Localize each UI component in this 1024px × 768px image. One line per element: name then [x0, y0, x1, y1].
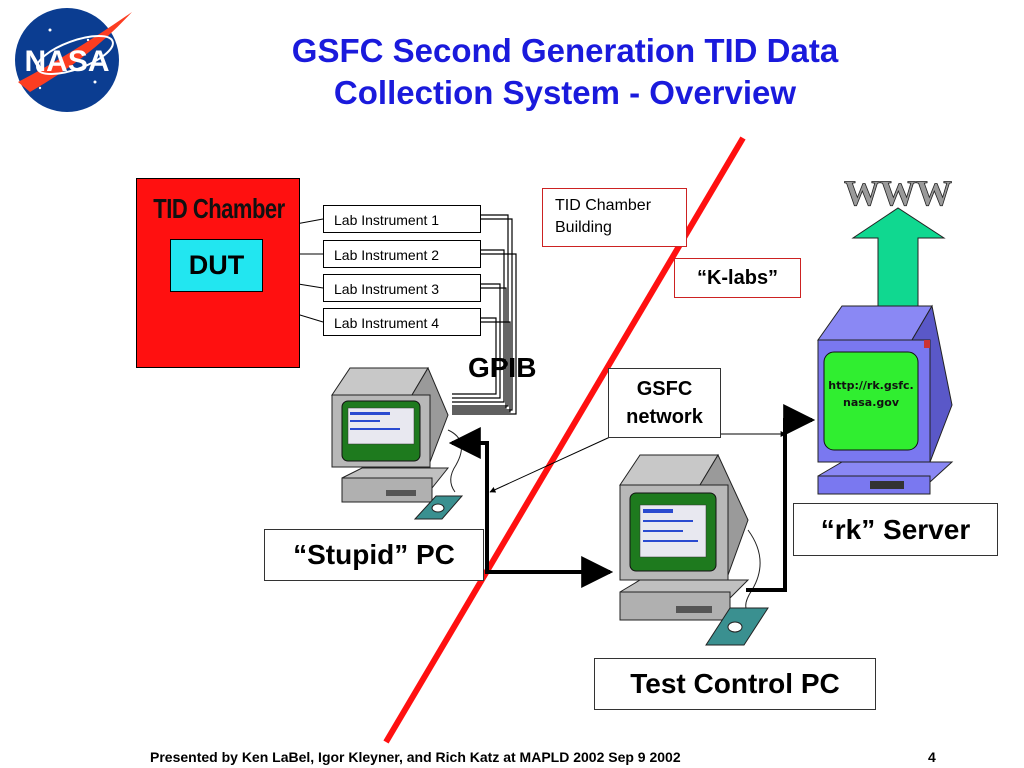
- network-links: [448, 404, 816, 592]
- server-url-line-1: http://rk.gsfc.: [828, 379, 914, 392]
- www-arrow: [851, 207, 946, 307]
- gpib-bus: [452, 214, 517, 415]
- nasa-logo-text: NASA: [24, 45, 109, 78]
- gpib-label: GPIB: [468, 352, 537, 383]
- nasa-logo: NASA: [15, 8, 132, 112]
- rk-server-label: “rk” Server: [793, 503, 998, 556]
- tid-chamber-label: TID Chamber: [153, 192, 285, 224]
- stupid-pc-computer: [331, 366, 464, 520]
- server-url-line-2: nasa.gov: [842, 396, 899, 409]
- title-line-2: Collection System - Overview: [333, 74, 797, 111]
- www-label: WWW: [844, 173, 952, 213]
- gsfc-network-box: GSFC network: [608, 368, 721, 438]
- network-line-2: network: [626, 406, 703, 428]
- building-line-1: TID Chamber: [555, 197, 652, 214]
- page-title: GSFC Second Generation TID Data Collecti…: [175, 30, 955, 114]
- stupid-pc-label: “Stupid” PC: [264, 529, 484, 581]
- lab-instrument-1: Lab Instrument 1: [323, 205, 481, 233]
- tid-chamber-building-box: TID Chamber Building: [542, 188, 687, 247]
- server-screen-text: http://rk.gsfc. nasa.gov: [826, 377, 916, 411]
- k-labs-box: “K-labs”: [674, 258, 801, 298]
- rk-server-computer: [817, 304, 954, 495]
- lab-instrument-3: Lab Instrument 3: [323, 274, 481, 302]
- test-control-pc-label: Test Control PC: [594, 658, 876, 710]
- lab-instrument-4: Lab Instrument 4: [323, 308, 481, 336]
- network-pointers: [489, 431, 787, 493]
- dut-box: DUT: [170, 239, 263, 292]
- test-pc-computer: [619, 453, 769, 646]
- title-line-1: GSFC Second Generation TID Data: [291, 32, 839, 69]
- network-line-1: GSFC: [636, 378, 693, 400]
- building-line-2: Building: [555, 219, 612, 236]
- lab-instrument-2: Lab Instrument 2: [323, 240, 481, 268]
- page-number: 4: [928, 749, 936, 765]
- footer-credits: Presented by Ken LaBel, Igor Kleyner, an…: [150, 749, 681, 765]
